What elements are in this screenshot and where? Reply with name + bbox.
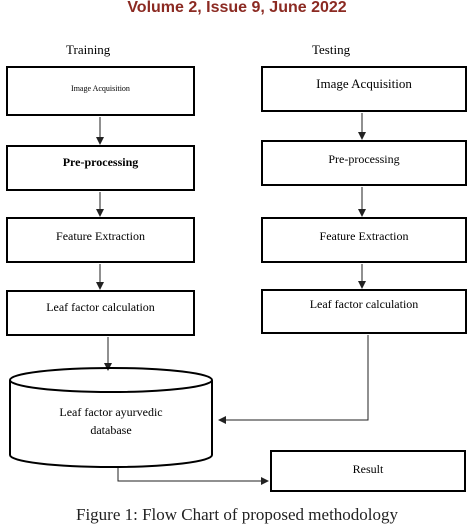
testing-column-label: Testing: [312, 42, 351, 57]
testing-preprocessing-label: Pre-processing: [328, 152, 400, 166]
training-preprocessing-label: Pre-processing: [62, 155, 139, 169]
training-preprocessing-box: Pre-processing: [6, 145, 195, 191]
testing-image-acquisition-label: Image Acquisition: [316, 76, 412, 91]
training-image-acquisition-box: Image Acquisition: [6, 66, 195, 116]
arrow-testing-to-database: [218, 335, 369, 424]
arrow-database-to-result: [117, 468, 269, 485]
training-leaf-factor-box: Leaf factor calculation: [6, 290, 195, 336]
training-feature-extraction-label: Feature Extraction: [56, 229, 145, 243]
database-label-line1: Leaf factor ayurvedic: [59, 405, 163, 419]
testing-feature-extraction-box: Feature Extraction: [261, 217, 467, 263]
testing-preprocessing-box: Pre-processing: [261, 140, 467, 186]
testing-feature-extraction-label: Feature Extraction: [319, 229, 409, 243]
figure-caption: Figure 1: Flow Chart of proposed methodo…: [75, 505, 399, 524]
result-label: Result: [352, 462, 384, 476]
testing-leaf-factor-label: Leaf factor calculation: [309, 297, 419, 311]
training-leaf-factor-label: Leaf factor calculation: [46, 300, 155, 314]
testing-image-acquisition-box: Image Acquisition: [261, 66, 467, 112]
database-cylinder: [9, 367, 213, 468]
database-label-line2: database: [90, 423, 132, 437]
training-image-acquisition-label: Image Acquisition: [71, 84, 130, 93]
journal-header: Volume 2, Issue 9, June 2022: [127, 0, 347, 16]
testing-leaf-factor-box: Leaf factor calculation: [261, 289, 467, 334]
result-box: Result: [270, 450, 466, 492]
training-feature-extraction-box: Feature Extraction: [6, 217, 195, 263]
training-column-label: Training: [66, 42, 111, 57]
